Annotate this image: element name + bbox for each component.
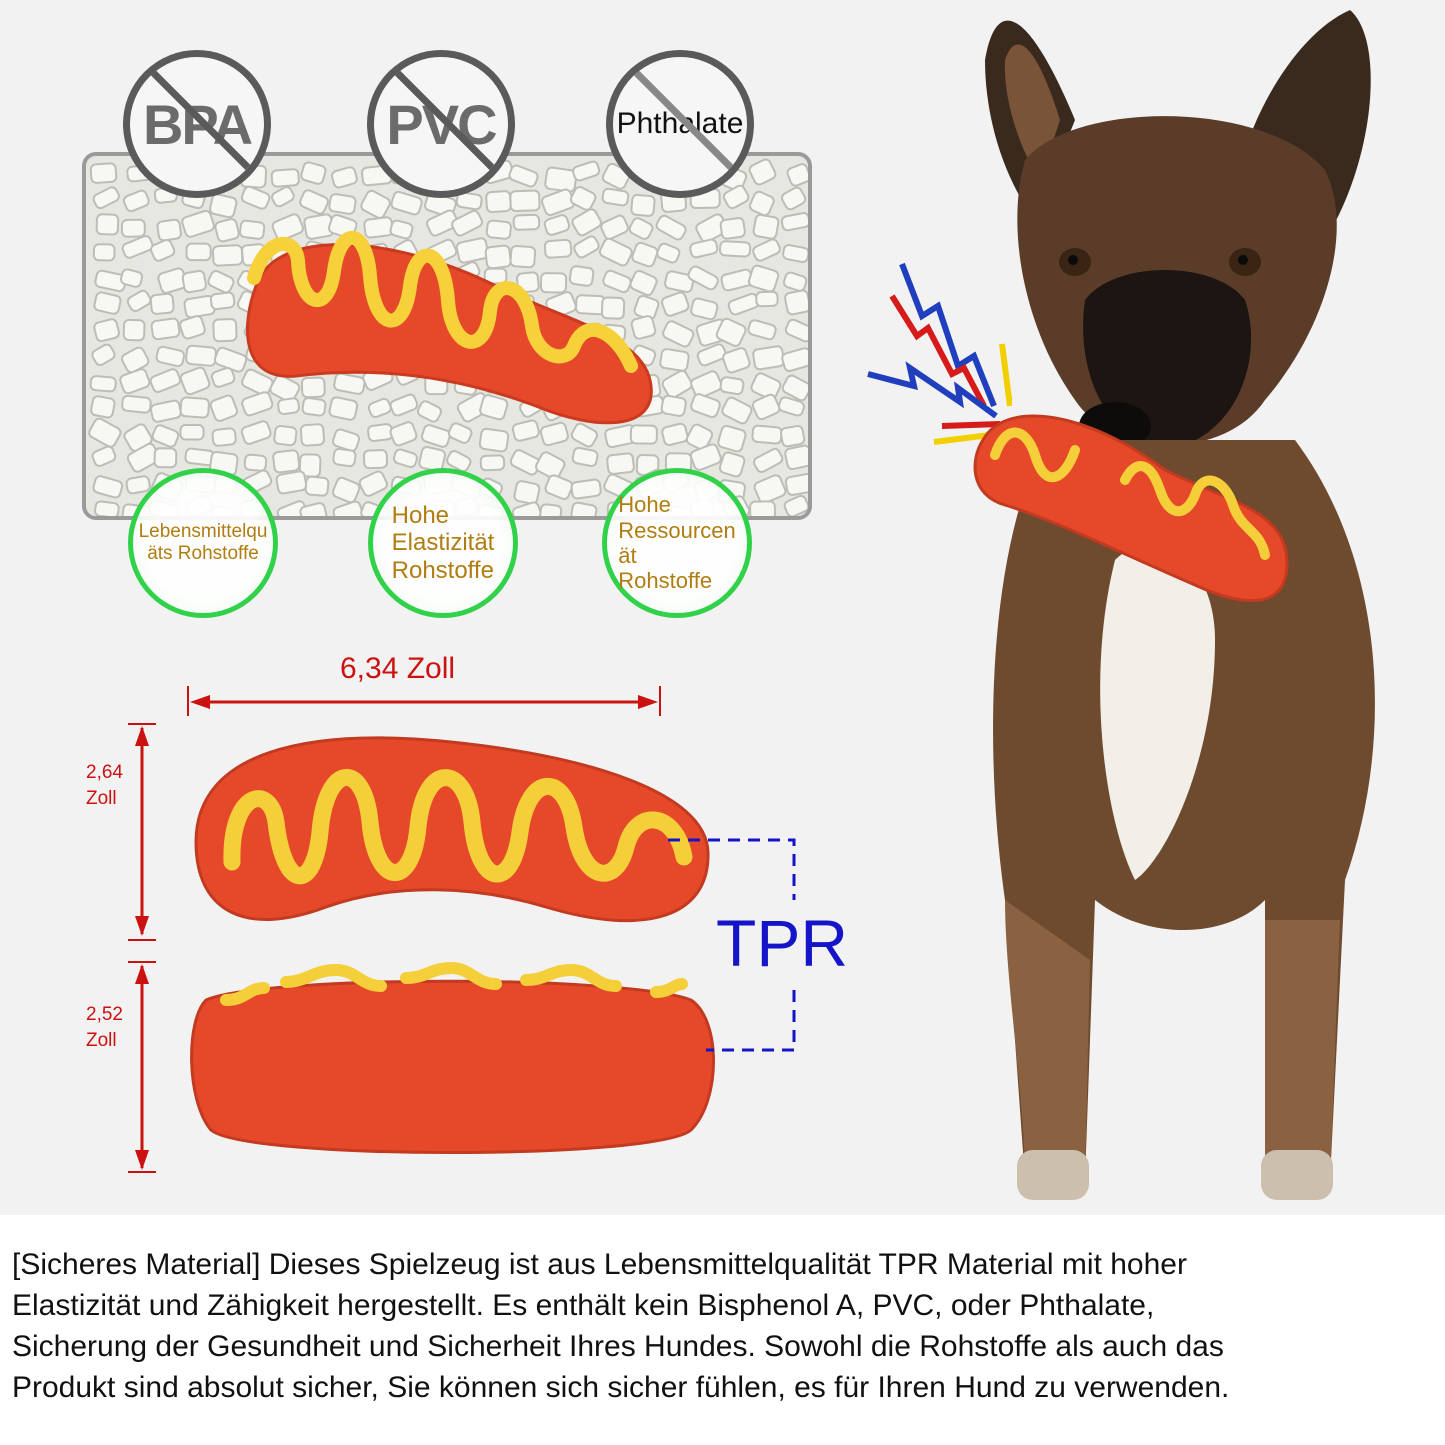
- description-line: Sicherung der Gesundheit und Sicherheit …: [12, 1330, 1224, 1363]
- hotdog-top-view: [194, 736, 710, 923]
- elasticity-label: Hohe Elastizität Rohstoffe: [391, 501, 495, 584]
- hotdog-toy-icon: [246, 230, 653, 425]
- product-description: [Sicheres Material] Dieses Spielzeug ist…: [12, 1244, 1432, 1408]
- pvc-label: PVC: [386, 92, 497, 156]
- length-arrow: [187, 686, 661, 716]
- tpr-label: TPR: [716, 906, 848, 980]
- tpr-bracket: [668, 838, 796, 1052]
- description-line: [Sicheres Material] Dieses Spielzeug ist…: [12, 1248, 1187, 1281]
- length-label: 6,34 Zoll: [340, 652, 456, 685]
- description-line: Elastizität und Zähigkeit hergestellt. E…: [12, 1289, 1155, 1322]
- height-top-label: 2,64 Zoll: [86, 762, 123, 809]
- bpa-label: BPA: [142, 92, 253, 156]
- tpr-pellets-photo: [82, 152, 812, 520]
- food-grade-label: Lebensmittelqu äts Rohstoffe: [138, 521, 268, 564]
- resource-badge: Hohe Ressourcen ät Rohstoffe: [602, 468, 752, 618]
- product-image-area: BPA PVC Phthalate Lebensmittelqu äts Roh…: [0, 0, 1445, 1215]
- height-arrows: [128, 723, 156, 1173]
- description-line: Produkt sind absolut sicher, Sie können …: [12, 1371, 1230, 1404]
- food-grade-badge: Lebensmittelqu äts Rohstoffe: [128, 468, 278, 618]
- height-bottom-label: 2,52 Zoll: [86, 1004, 123, 1051]
- hotdog-side-view: [190, 961, 715, 1154]
- bpa-free-badge: BPA: [123, 50, 271, 198]
- dog-photo: [973, 10, 1375, 1200]
- pvc-free-badge: PVC: [367, 50, 515, 198]
- phthalate-free-badge: Phthalate: [606, 50, 754, 198]
- resource-label: Hohe Ressourcen ät Rohstoffe: [618, 492, 736, 594]
- squeak-sound-icon: [867, 262, 1012, 445]
- elasticity-badge: Hohe Elastizität Rohstoffe: [368, 468, 518, 618]
